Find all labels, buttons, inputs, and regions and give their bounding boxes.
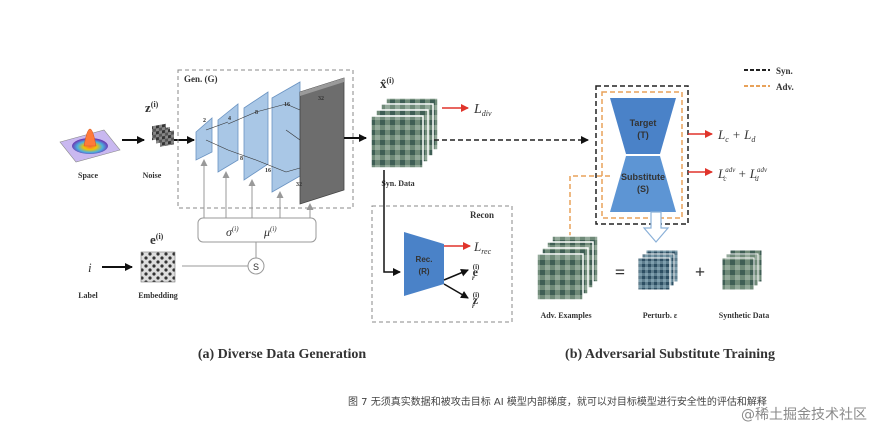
embedding-grid: [140, 251, 176, 283]
watermark: @稀土掘金技术社区: [741, 407, 867, 423]
layer-dim-2: 2: [203, 118, 206, 124]
i-label: i: [88, 260, 92, 275]
target-line1: Target: [630, 118, 657, 128]
diversity-loss: Ldiv: [473, 102, 492, 118]
reconstructor-block: [404, 232, 444, 296]
embedding-text: Embedding: [138, 291, 178, 300]
layer-dim-8b: 8: [240, 156, 243, 162]
arrow-to-zr: [443, 283, 469, 299]
legend-adv-label: Adv.: [776, 82, 794, 92]
syn-data-label: Syn. Data: [381, 179, 414, 188]
label-text: Label: [78, 291, 98, 300]
caption-b: (b) Adversarial Substitute Training: [565, 347, 775, 362]
layer-dim-32: 32: [318, 96, 324, 102]
sigma-label: σ(i): [226, 225, 239, 239]
recon-loss: Lrec: [473, 239, 492, 256]
mu-label: μ(i): [263, 225, 277, 239]
latent-space-plot: [59, 128, 121, 163]
legend-syn-label: Syn.: [776, 66, 793, 76]
target-line2: (T): [637, 130, 649, 140]
layer-dim-16b: 16: [265, 168, 271, 174]
sub-line2: (S): [637, 184, 649, 194]
e-label: e(i): [150, 232, 164, 247]
recon-box: [371, 205, 513, 323]
z-label: z(i): [145, 100, 159, 115]
gradient-hollow-arrow: [642, 211, 670, 243]
syn-loss: Lc + Ld: [717, 127, 756, 144]
sub-line1: Substitute: [621, 172, 665, 182]
syn-data-stack: [370, 97, 439, 169]
target-model-block: [610, 98, 676, 154]
synthetic-data-label: Synthetic Data: [719, 311, 769, 320]
figure-caption: 图 7 无须真实数据和被攻击目标 AI 模型内部梯度，就可以对目标模型进行安全性…: [348, 397, 767, 408]
modulation-arrows: [200, 159, 314, 218]
sigma-mu-box: [197, 217, 317, 243]
layer-dim-32b: 32: [296, 182, 302, 188]
perturbation-stack: [637, 249, 679, 291]
generator-title: Gen. (G): [184, 74, 218, 84]
noise-stack: [152, 123, 174, 147]
rec-line2: (R): [418, 267, 429, 276]
substitute-model-block: [610, 156, 676, 212]
adv-examples-label: Adv. Examples: [540, 311, 591, 320]
generator-layers: [195, 77, 345, 205]
noise-label: Noise: [143, 171, 162, 180]
rec-line1: Rec.: [416, 255, 433, 264]
zr-label: zr(i): [472, 291, 480, 310]
arrow-to-er: [443, 269, 469, 281]
s-node-label: S: [253, 262, 259, 272]
layer-dim-4: 4: [228, 116, 231, 122]
layer-dim-8: 8: [255, 110, 258, 116]
layer-dim-16: 16: [284, 102, 290, 108]
adv-examples-stack: [536, 235, 599, 301]
caption-a: (a) Diverse Data Generation: [198, 347, 367, 362]
synthetic-data-stack: [721, 249, 763, 291]
equals-sign: =: [615, 262, 625, 282]
x-hat-label: x̂(i): [380, 76, 394, 91]
perturbation-label: Perturb. ε: [643, 311, 678, 320]
syn-group-box: [595, 85, 689, 225]
space-label: Space: [78, 171, 98, 180]
generator-box: [177, 69, 354, 209]
plus-sign: +: [695, 262, 705, 282]
recon-title: Recon: [470, 210, 494, 220]
adv-dashed-path: [569, 175, 610, 236]
adv-group-box: [601, 91, 683, 219]
arrow-data-to-reconstructor: [383, 170, 401, 276]
er-label: er(i): [472, 263, 480, 282]
